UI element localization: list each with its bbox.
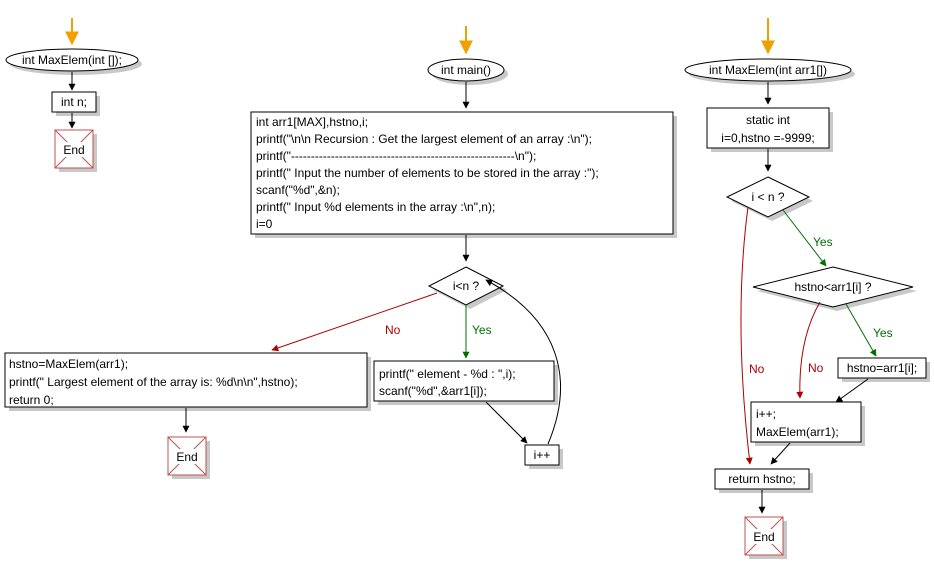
func-decision-compare [752, 266, 914, 308]
func-static-box [706, 107, 830, 149]
main-no-edge [271, 292, 438, 352]
main-input-line: printf(" element - %d : ",i); [379, 367, 516, 381]
func-no1-edge [740, 206, 753, 465]
left-prototype-label: int MaxElem(int []); [22, 53, 122, 67]
main-result-line: return 0; [9, 393, 54, 407]
main-no-label: No [385, 323, 401, 337]
main-end-label: End [176, 450, 197, 464]
main-increment-box [524, 444, 560, 466]
func-yes2-edge [845, 303, 877, 357]
main-init-line: printf(" Input the number of elements to… [256, 166, 599, 180]
main-yes-label: Yes [472, 323, 492, 337]
main-result-line: printf(" Largest element of the array is… [9, 375, 298, 389]
func-return-box [714, 468, 810, 490]
main-column: int main() int arr1[MAX],hstno,i; printf… [4, 26, 677, 479]
main-init-line: printf(" Input %d elements in the array … [256, 200, 495, 214]
left-declaration-box [51, 91, 97, 113]
main-init-line: printf("--------------------------------… [256, 149, 536, 163]
main-init-line: scanf("%d",&n); [256, 183, 340, 197]
func-static-line: static int [746, 113, 791, 127]
func-start-label: int MaxElem(int arr1[]) [709, 63, 827, 77]
function-column: int MaxElem(int arr1[]) static int i=0,h… [684, 18, 930, 559]
main-init-line: i=0 [256, 217, 273, 231]
func-yes1-edge [782, 209, 827, 267]
func-return-label: return hstno; [728, 472, 795, 486]
main-result-line: hstno=MaxElem(arr1); [9, 357, 128, 371]
left-column: int MaxElem(int []); int n; End [5, 18, 142, 172]
func-end-label: End [753, 530, 774, 544]
main-result-box [4, 352, 368, 408]
left-prototype-terminal [5, 48, 139, 72]
main-start-terminal [427, 58, 505, 82]
func-no2-edge [796, 301, 821, 399]
func-no1-label: No [749, 362, 765, 376]
main-loop-decision-label: i<n ? [453, 279, 480, 293]
func-recursion-line: i++; [756, 407, 776, 421]
func-assign-box [837, 357, 927, 379]
main-increment-label: i++ [534, 448, 551, 462]
func-decision-i-lt-n-label: i < n ? [751, 190, 784, 204]
func-assign-label: hstno=arr1[i]; [847, 361, 917, 375]
main-init-line: int arr1[MAX],hstno,i; [256, 115, 368, 129]
left-end-label: End [63, 143, 84, 157]
main-start-label: int main() [441, 63, 491, 77]
main-init-box [250, 111, 674, 235]
func-static-line: i=0,hstno =-9999; [721, 131, 814, 145]
func-yes2-label: Yes [873, 326, 893, 340]
func-yes1-label: Yes [813, 235, 833, 249]
func-start-terminal [684, 58, 852, 82]
func-no2-label: No [808, 361, 824, 375]
func-recursion-line: MaxElem(arr1); [756, 425, 839, 439]
func-recursion-box [750, 401, 862, 443]
func-decision-compare-label: hstno<arr1[i] ? [794, 280, 871, 294]
left-declaration-label: int n; [61, 95, 87, 109]
main-input-box [373, 360, 555, 402]
main-loop-back-edge [485, 279, 561, 445]
main-input-line: scanf("%d",&arr1[i]); [379, 384, 487, 398]
main-init-line: printf("\n\n Recursion : Get the largest… [256, 132, 592, 146]
